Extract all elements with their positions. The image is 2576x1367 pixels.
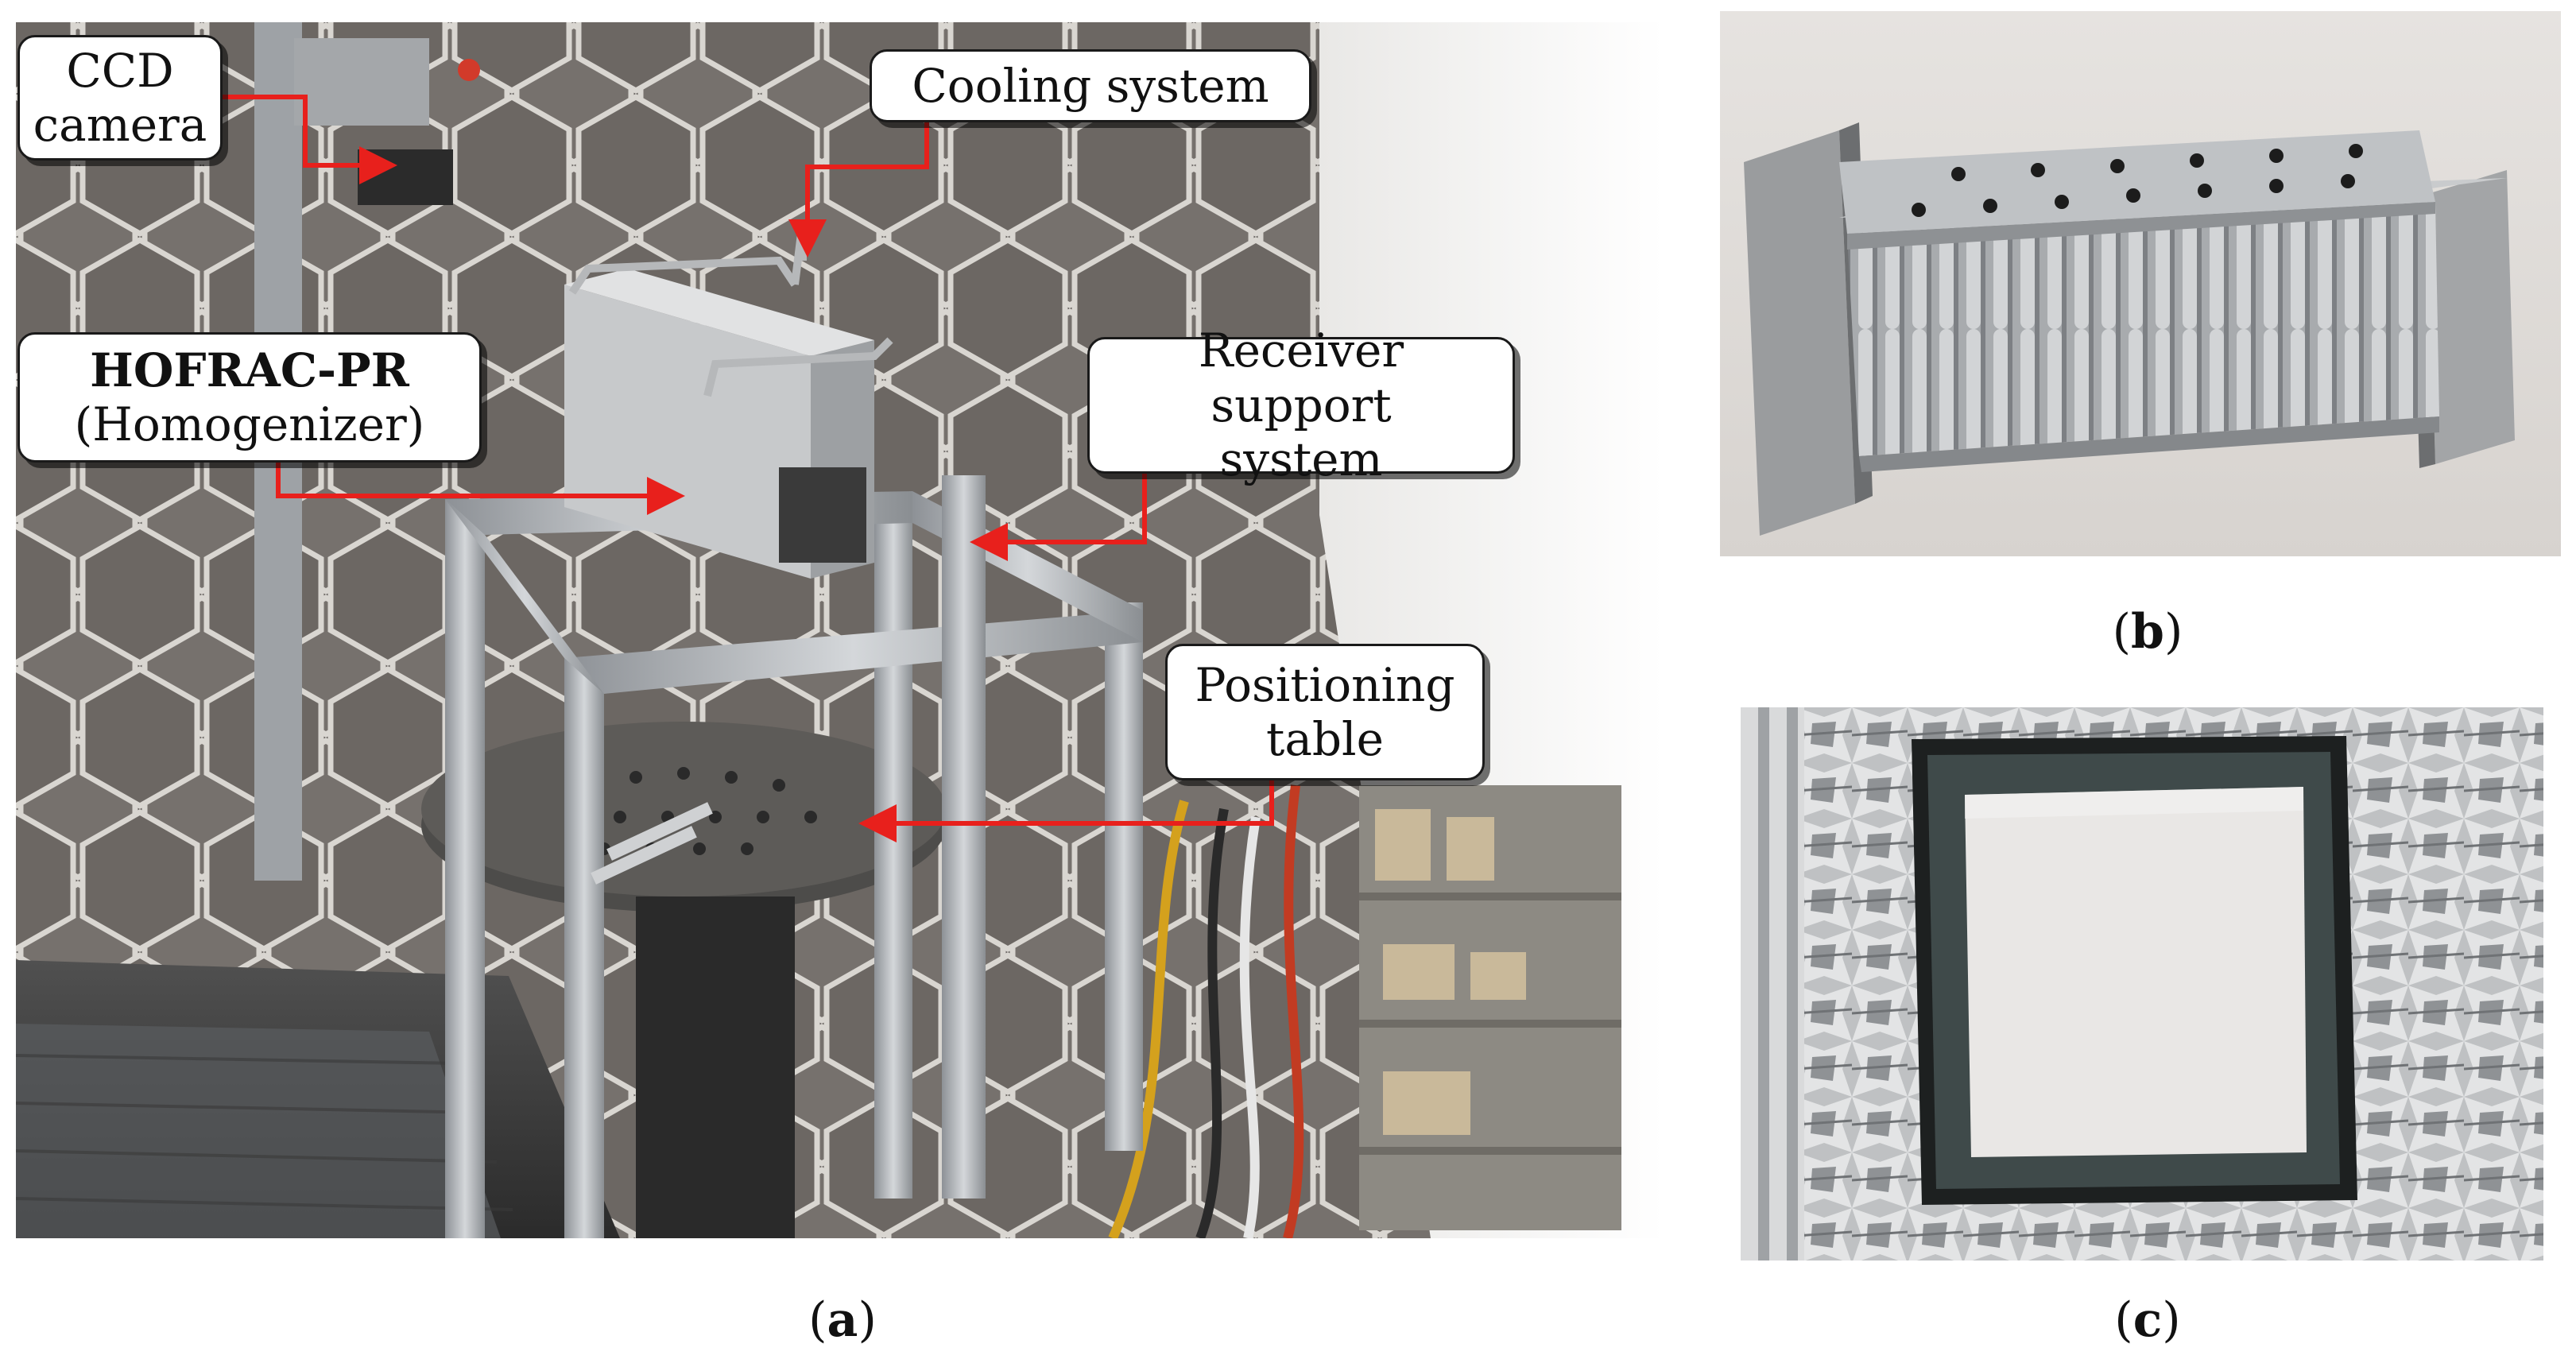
homogenizer-photo [1720,11,2561,556]
callout-positioning-table: Positioning table [1165,644,1485,780]
photo-panel-a [16,22,1664,1238]
callout-receiver-line1: Receiver support [1198,323,1404,432]
callout-receiver-line2: system [1219,432,1383,487]
callout-ccd-camera: CCD camera [17,35,223,161]
target-photo [1741,707,2543,1261]
callout-hofrac-pr: HOFRAC-PR (Homogenizer) [17,332,482,463]
callout-ccd-line2: camera [33,98,207,152]
callout-hofrac-line1: HOFRAC-PR [90,343,409,397]
caption-letter-a: a [827,1292,858,1348]
caption-panel-b: (b) [2112,604,2183,660]
caption-panel-a: (a) [808,1292,877,1348]
photo-panel-c [1741,707,2543,1261]
callout-receiver-support: Receiver support system [1087,323,1515,486]
callout-cooling-text: Cooling system [912,58,1269,113]
callout-positioning-line1: Positioning [1195,657,1455,712]
callout-positioning-line2: table [1266,712,1384,766]
caption-letter-b: b [2131,604,2164,660]
callout-hofrac-line2: (Homogenizer) [74,397,425,451]
caption-letter-c: c [2132,1292,2163,1348]
lab-setup-photo [16,22,1664,1238]
photo-panel-b [1720,11,2561,556]
callout-ccd-line1: CCD [66,43,174,98]
caption-panel-c: (c) [2114,1292,2181,1348]
callout-cooling-system: Cooling system [870,49,1311,122]
